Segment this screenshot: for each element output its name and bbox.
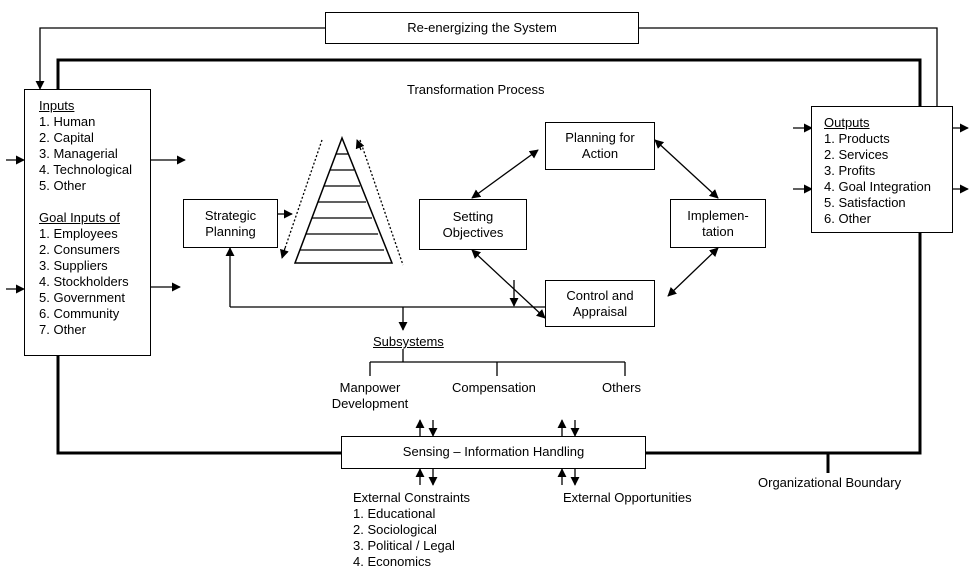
transformation-process-label: Transformation Process (407, 82, 545, 97)
inputs-box: Inputs 1. Human 2. Capital 3. Managerial… (24, 89, 151, 356)
strategic-planning-label: Strategic (204, 208, 257, 223)
subsystem-manpower: Manpower (339, 380, 401, 395)
output-item: 3. Profits (824, 163, 876, 178)
goal-inputs-title: Goal Inputs of (39, 210, 120, 225)
subsystem-manpower: Development (331, 396, 409, 411)
external-constraint-item: 3. Political / Legal (353, 538, 455, 553)
goal-input-item: 7. Other (39, 322, 86, 337)
goal-input-item: 4. Stockholders (39, 274, 129, 289)
output-item: 6. Other (824, 211, 871, 226)
goal-input-item: 2. Consumers (39, 242, 120, 257)
control-appraisal-label: Appraisal (572, 304, 628, 319)
input-item: 2. Capital (39, 130, 94, 145)
output-item: 2. Services (824, 147, 889, 162)
inputs-title: Inputs (39, 98, 75, 113)
goal-input-item: 6. Community (39, 306, 120, 321)
setting-objectives-box: Setting Objectives (419, 199, 527, 250)
external-constraint-item: 1. Educational (353, 506, 436, 521)
outputs-title: Outputs (824, 115, 870, 130)
input-item: 5. Other (39, 178, 86, 193)
external-constraint-item: 4. Economics (353, 554, 432, 569)
sensing-box: Sensing – Information Handling (341, 436, 646, 469)
subsystem-compensation: Compensation (452, 380, 536, 395)
input-item: 3. Managerial (39, 146, 118, 161)
planning-for-action-label: Action (581, 146, 619, 161)
planning-for-action-box: Planning for Action (545, 122, 655, 170)
input-item: 4. Technological (39, 162, 132, 177)
external-opportunities-label: External Opportunities (563, 490, 692, 505)
subsystem-others: Others (602, 380, 642, 395)
input-item: 1. Human (39, 114, 96, 129)
sensing-label: Sensing – Information Handling (402, 444, 585, 459)
external-constraints-title: External Constraints (353, 490, 471, 505)
goal-input-item: 3. Suppliers (39, 258, 108, 273)
output-item: 5. Satisfaction (824, 195, 906, 210)
setting-objectives-label: Setting (452, 209, 494, 224)
setting-objectives-label: Objectives (442, 225, 504, 240)
subsystems-title: Subsystems (373, 334, 444, 349)
control-appraisal-label: Control and (566, 288, 634, 303)
control-appraisal-box: Control and Appraisal (545, 280, 655, 327)
implementation-box: Implemen- tation (670, 199, 766, 248)
goal-input-item: 1. Employees (39, 226, 118, 241)
output-item: 4. Goal Integration (824, 179, 931, 194)
planning-for-action-label: Planning for (565, 130, 635, 145)
strategic-planning-box: Strategic Planning (183, 199, 278, 248)
implementation-label: Implemen- (687, 208, 749, 223)
implementation-label: tation (702, 224, 734, 239)
external-constraint-item: 2. Sociological (353, 522, 437, 537)
goal-input-item: 5. Government (39, 290, 125, 305)
organizational-boundary-label: Organizational Boundary (758, 475, 902, 490)
reenergizing-label: Re-energizing the System (407, 20, 557, 35)
reenergizing-box: Re-energizing the System (325, 12, 639, 44)
strategic-planning-label: Planning (205, 224, 256, 239)
outputs-box: Outputs 1. Products 2. Services 3. Profi… (811, 106, 953, 233)
output-item: 1. Products (824, 131, 890, 146)
